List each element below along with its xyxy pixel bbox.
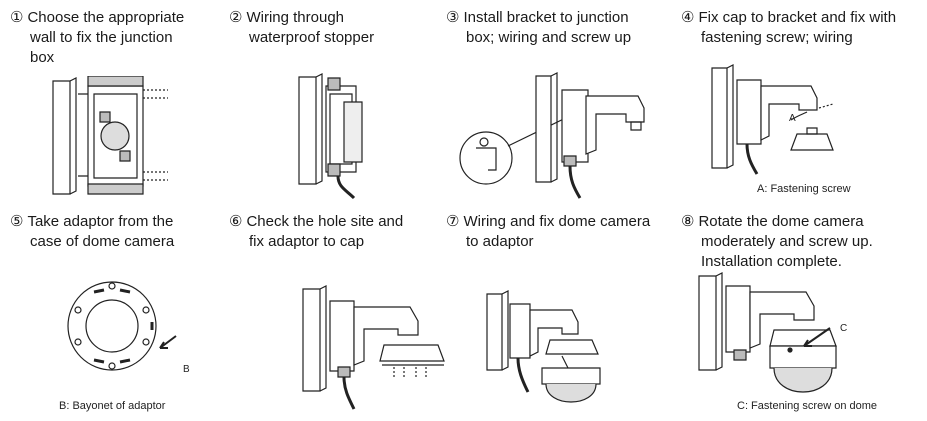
step-6-line-2: fix adaptor to cap — [249, 233, 365, 250]
step-7-illustration — [482, 290, 612, 420]
step-8-line-1: Rotate the dome camera — [698, 213, 864, 230]
step-8-caption: C: Fastening screw on dome — [737, 400, 878, 412]
step-5-illustration — [64, 278, 194, 378]
step-1-line-1: Choose the appropriate — [27, 9, 185, 26]
step-4-illustration — [707, 64, 847, 176]
step-6-illustration — [298, 285, 448, 413]
step-5-caption: B: Bayonet of adaptor — [59, 400, 166, 412]
step-4-line-2: fastening screw; wiring — [701, 29, 853, 46]
step-7-line-1: Wiring and fix dome camera — [463, 213, 651, 230]
step-8-number: ⑧ — [681, 213, 695, 230]
step-5-line-2: case of dome camera — [30, 233, 175, 250]
step-5-line-1: Take adaptor from the — [27, 213, 174, 230]
step-4-caption: A: Fastening screw — [757, 183, 851, 195]
step-2-illustration — [294, 72, 384, 202]
step-3-line-2: box; wiring and screw up — [466, 29, 632, 46]
step-5-number: ⑤ — [10, 213, 24, 230]
step-8-label-letter: C — [840, 323, 848, 334]
step-4-number: ④ — [681, 9, 695, 26]
step-6-number: ⑥ — [229, 213, 243, 230]
step-7-line-2: to adaptor — [466, 233, 534, 250]
step-4-label-letter: A — [789, 113, 796, 124]
step-8-line-3: Installation complete. — [701, 253, 842, 270]
step-4-line-1: Fix cap to bracket and fix with — [698, 9, 897, 26]
step-8-line-2: moderately and screw up. — [701, 233, 873, 250]
step-1-line-3: box — [30, 49, 55, 66]
step-3-illustration — [456, 70, 656, 200]
step-3-number: ③ — [446, 9, 460, 26]
step-2-number: ② — [229, 9, 243, 26]
step-8-illustration — [694, 272, 854, 402]
step-1-line-2: wall to fix the junction — [30, 29, 173, 46]
step-7-number: ⑦ — [446, 213, 460, 230]
step-6-line-1: Check the hole site and — [246, 213, 404, 230]
step-2-line-1: Wiring through — [246, 9, 344, 26]
step-3-line-1: Install bracket to junction — [463, 9, 629, 26]
step-5-label-letter: B — [183, 364, 190, 375]
step-1-number: ① — [10, 9, 24, 26]
step-2-line-2: waterproof stopper — [249, 29, 375, 46]
step-1-illustration — [48, 76, 178, 196]
